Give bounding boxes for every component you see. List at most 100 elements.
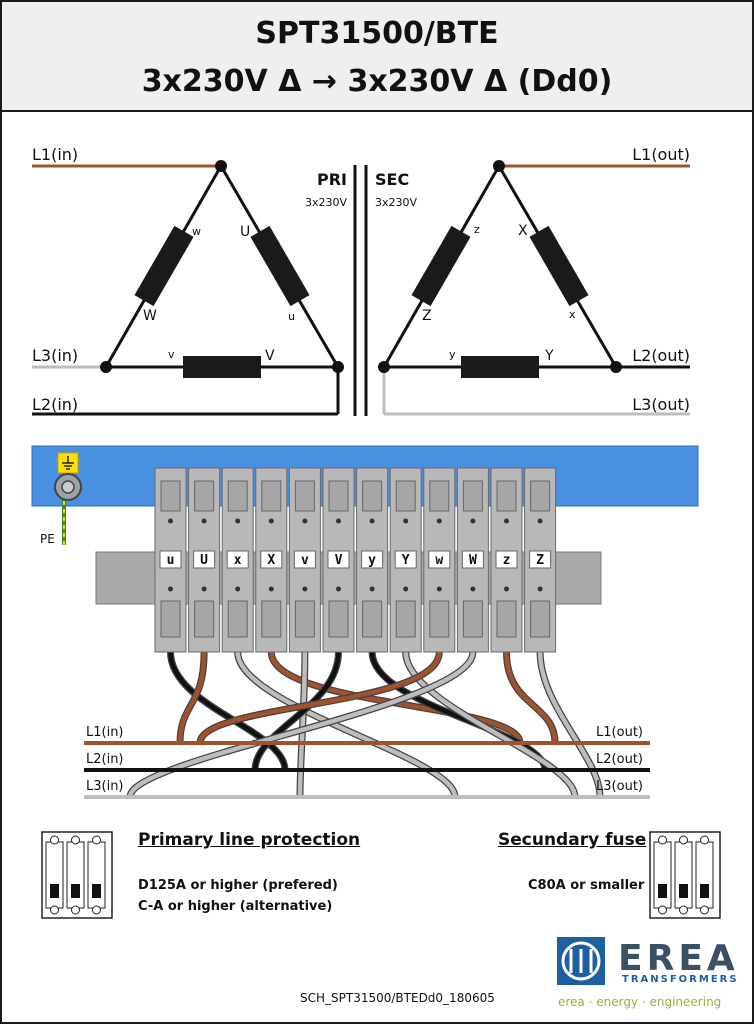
erea-logo-icon [557, 937, 605, 985]
pri-voltage: 3x230V [305, 196, 348, 209]
bus-l3-out-label: L3(out) [596, 779, 643, 794]
secondary-fuse-title: Secundary fuse [498, 830, 647, 850]
terminal-label-W: W [469, 553, 477, 568]
secondary-delta [378, 160, 622, 378]
terminal-w-mark: w [192, 225, 201, 238]
l2-in-label: L2(in) [32, 395, 78, 414]
winding-z-Z [411, 225, 471, 307]
brand-name: EREA [618, 938, 739, 979]
l2-out-label: L2(out) [632, 346, 690, 365]
wire-u [168, 651, 288, 771]
secondary-node-l2 [610, 361, 622, 373]
bus-l2-in-label: L2(in) [86, 752, 124, 767]
winding-w-W [134, 225, 194, 307]
terminal-label-y: y [368, 553, 376, 568]
configuration-title: 3x230V Δ → 3x230V Δ (Dd0) [141, 64, 613, 99]
primary-protection-line2: C-A or higher (alternative) [138, 899, 333, 914]
terminal-U: U [188, 467, 221, 653]
brand-subtitle: TRANSFORMERS [622, 974, 739, 985]
primary-node-l1 [215, 160, 227, 172]
terminal-label-U: U [200, 553, 208, 568]
bus-l2-out-label: L2(out) [596, 752, 643, 767]
winding-X-x [529, 225, 589, 307]
terminal-W: W [456, 467, 489, 653]
terminal-V: V [322, 467, 355, 653]
terminal-u-mark: u [288, 310, 295, 323]
terminal-label-v: v [301, 553, 309, 568]
terminal-label-w: w [435, 553, 443, 568]
sec-label: SEC [375, 170, 409, 189]
terminal-label-Y: Y [402, 553, 410, 568]
terminal-w: w [423, 467, 456, 653]
secondary-supply-lines [382, 164, 690, 416]
terminal-X-mark: X [518, 223, 528, 239]
primary-node-l2 [332, 361, 344, 373]
l1-out-label: L1(out) [632, 145, 690, 164]
transformer-core [353, 165, 368, 416]
wire-Y [403, 651, 578, 798]
terminal-wiring [126, 651, 604, 799]
terminal-label-X: X [267, 553, 275, 568]
terminal-Y: Y [389, 467, 422, 653]
terminal-u: u [154, 467, 187, 653]
terminal-v: v [288, 467, 321, 653]
bus-l1-in-label: L1(in) [86, 725, 124, 740]
l3-out-label: L3(out) [632, 395, 690, 414]
terminal-v-mark: v [168, 348, 175, 361]
secondary-node-l3 [378, 361, 390, 373]
pri-label: PRI [317, 170, 347, 189]
bus-l1-out-label: L1(out) [596, 725, 643, 740]
terminal-W-mark: W [143, 308, 157, 324]
wire-V [252, 651, 341, 771]
secondary-fuse-line1: C80A or smaller [528, 878, 645, 893]
primary-supply-lines [32, 164, 340, 416]
terminal-label-u: u [167, 553, 175, 568]
wire-z [504, 651, 558, 744]
l1-in-label: L1(in) [32, 145, 78, 164]
terminal-Z: Z [524, 467, 557, 653]
terminal-V-mark: V [265, 348, 275, 364]
pe-label: PE [40, 532, 55, 546]
terminal-z-mark: z [474, 223, 480, 236]
bus-l3-in-label: L3(in) [86, 779, 124, 794]
wire-w [197, 651, 442, 744]
terminal-Z-mark: Z [422, 308, 432, 324]
terminal-label-V: V [335, 553, 343, 568]
wire-W [127, 651, 476, 798]
primary-breaker-icon [41, 831, 113, 919]
secondary-breaker-icon [649, 831, 721, 919]
terminal-label-Z: Z [536, 553, 544, 568]
model-title: SPT31500/BTE [255, 16, 499, 51]
wire-U [177, 651, 207, 744]
wire-v [297, 651, 308, 798]
pe-terminal: PE [40, 452, 82, 546]
terminal-U-mark: U [240, 224, 250, 240]
header: SPT31500/BTE 3x230V Δ → 3x230V Δ (Dd0) [2, 2, 752, 112]
primary-delta [100, 160, 344, 378]
terminal-label-x: x [234, 553, 242, 568]
winding-v-V [183, 356, 261, 378]
primary-protection-line1: D125A or higher (prefered) [138, 878, 338, 893]
primary-protection-title: Primary line protection [138, 830, 361, 850]
l3-in-label: L3(in) [32, 346, 78, 365]
document-reference: SCH_SPT31500/BTEDd0_180605 [300, 991, 495, 1005]
wire-x [235, 651, 458, 798]
wire-Z [537, 651, 603, 798]
terminal-y: y [356, 467, 389, 653]
winding-y-Y [461, 356, 539, 378]
terminal-z: z [490, 467, 523, 653]
terminal-x-mark: x [569, 308, 576, 321]
sec-voltage: 3x230V [375, 196, 418, 209]
terminal-x: x [221, 467, 254, 653]
bus-lines: L1(in) L2(in) L3(in) L1(out) L2(out) L3(… [84, 725, 650, 799]
brand-tagline: erea · energy · engineering [558, 995, 722, 1009]
secondary-node-l1 [493, 160, 505, 172]
terminal-label-z: z [503, 553, 511, 568]
winding-U-u [250, 225, 310, 307]
terminal-y-mark: y [449, 348, 456, 361]
primary-node-l3 [100, 361, 112, 373]
terminal-Y-mark: Y [544, 348, 554, 364]
